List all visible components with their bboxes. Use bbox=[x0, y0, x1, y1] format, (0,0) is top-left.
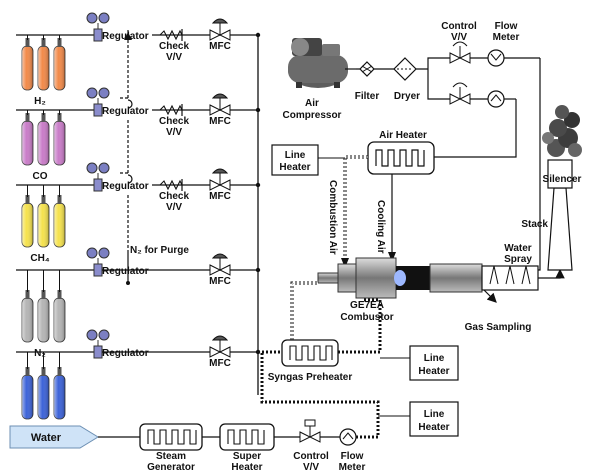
mfc-valve-icon bbox=[210, 94, 230, 115]
line-heater-bottom-label-1: Line bbox=[424, 409, 445, 420]
regulator-icon bbox=[94, 264, 102, 276]
mfc-valve-icon bbox=[210, 19, 230, 40]
mfc-label: MFC bbox=[209, 191, 231, 202]
syngas-preheater-label: Syngas Preheater bbox=[268, 372, 353, 383]
regulator-label: Regulator bbox=[102, 348, 149, 359]
air-flow-meter-upper bbox=[488, 50, 504, 66]
dryer-icon bbox=[394, 58, 416, 80]
control-vv-label-1: Control bbox=[441, 21, 477, 32]
smoke-plume bbox=[542, 105, 582, 157]
pressure-gauge-icon bbox=[99, 330, 109, 340]
pressure-gauge-icon bbox=[87, 248, 97, 258]
check-valve-label-2: V/V bbox=[166, 202, 182, 213]
pressure-gauge-icon bbox=[99, 163, 109, 173]
silencer-label: Silencer bbox=[543, 174, 582, 185]
gas-supply-rows: RegulatorCheckV/VMFCH₂RegulatorCheckV/VM… bbox=[16, 13, 260, 436]
filter-icon bbox=[360, 62, 374, 76]
cooling-air-label: Cooling Air bbox=[375, 200, 386, 254]
gas-name-label: H₂ bbox=[34, 96, 46, 107]
super-heater-label-1: Super bbox=[233, 451, 261, 462]
regulator-label: Regulator bbox=[102, 106, 149, 117]
air-control-valve-lower bbox=[450, 83, 470, 104]
steam-generator-label-1: Steam bbox=[156, 451, 186, 462]
regulator-label: Regulator bbox=[102, 31, 149, 42]
regulator-icon bbox=[94, 29, 102, 41]
check-valve-label: Check bbox=[159, 116, 189, 127]
mfc-label: MFC bbox=[209, 276, 231, 287]
bottom-flow-label-1: Flow bbox=[341, 451, 364, 462]
regulator-label: Regulator bbox=[102, 181, 149, 192]
regulator-icon bbox=[94, 104, 102, 116]
gas-name-label: CH₄ bbox=[30, 253, 49, 264]
pressure-gauge-icon bbox=[87, 13, 97, 23]
mfc-label: MFC bbox=[209, 358, 231, 369]
gas-row-5: RegulatorMFCL-CO₂ bbox=[16, 330, 260, 436]
regulator-icon bbox=[94, 179, 102, 191]
line-heater-bottom-label-2: Heater bbox=[418, 422, 449, 433]
super-heater-icon bbox=[220, 424, 274, 450]
gas-sampling-label: Gas Sampling bbox=[465, 322, 532, 333]
flow-meter-label-2: Meter bbox=[493, 32, 520, 43]
bottom-flow-label-2: Meter bbox=[339, 462, 366, 472]
steam-generator-icon bbox=[140, 424, 202, 450]
mfc-valve-icon bbox=[210, 254, 230, 275]
check-valve-icon bbox=[158, 179, 184, 191]
filter-label: Filter bbox=[355, 91, 380, 102]
control-vv-label-2: V/V bbox=[451, 32, 467, 43]
mfc-valve-icon bbox=[210, 336, 230, 357]
bottom-flow-meter bbox=[340, 429, 356, 445]
steam-generator-label-2: Generator bbox=[147, 462, 195, 472]
water-spray bbox=[482, 266, 538, 290]
check-valve-icon bbox=[158, 29, 184, 41]
line-heater-mid-label-2: Heater bbox=[418, 366, 449, 377]
combustor-label-2: Combustor bbox=[340, 312, 393, 323]
gas-name-label: CO bbox=[33, 171, 48, 182]
mfc-valve-icon bbox=[210, 169, 230, 190]
pressure-gauge-icon bbox=[99, 13, 109, 23]
mfc-label: MFC bbox=[209, 41, 231, 52]
bottom-control-valve bbox=[300, 420, 320, 442]
pressure-gauge-icon bbox=[99, 88, 109, 98]
check-valve-icon bbox=[158, 104, 184, 116]
line-heater-top-label-1: Line bbox=[285, 150, 306, 161]
purge-label: N₂ for Purge bbox=[130, 245, 189, 256]
pressure-gauge-icon bbox=[99, 248, 109, 258]
water-spray-label-2: Spray bbox=[504, 254, 532, 265]
air-flow-meter-lower bbox=[488, 91, 504, 107]
combustor bbox=[318, 258, 482, 298]
flow-meter-label-1: Flow bbox=[495, 21, 518, 32]
pressure-gauge-icon bbox=[87, 88, 97, 98]
air-heater-label: Air Heater bbox=[379, 130, 427, 141]
water-label: Water bbox=[31, 432, 62, 444]
bottom-control-label-2: V/V bbox=[303, 462, 319, 472]
combustion-air-label: Combustion Air bbox=[327, 180, 338, 255]
bottom-control-label-1: Control bbox=[293, 451, 329, 462]
check-valve-label: Check bbox=[159, 191, 189, 202]
check-valve-label: Check bbox=[159, 41, 189, 52]
air-compressor-label-2: Compressor bbox=[283, 110, 342, 121]
gas-name-label: N₂ bbox=[34, 348, 46, 359]
mfc-label: MFC bbox=[209, 116, 231, 127]
line-heater-mid-label-1: Line bbox=[424, 353, 445, 364]
water-spray-label-1: Water bbox=[504, 243, 532, 254]
super-heater-label-2: Heater bbox=[231, 462, 262, 472]
regulator-icon bbox=[94, 346, 102, 358]
pressure-gauge-icon bbox=[87, 163, 97, 173]
check-valve-label-2: V/V bbox=[166, 52, 182, 63]
dryer-label: Dryer bbox=[394, 91, 420, 102]
air-control-valve-upper bbox=[450, 42, 470, 63]
pressure-gauge-icon bbox=[87, 330, 97, 340]
air-heater-icon bbox=[368, 142, 434, 174]
air-compressor-label-1: Air bbox=[305, 98, 319, 109]
air-compressor bbox=[288, 38, 356, 88]
syngas-preheater-icon bbox=[282, 340, 338, 366]
line-heater-top-label-2: Heater bbox=[279, 162, 310, 173]
regulator-label: Regulator bbox=[102, 266, 149, 277]
stack-label: Stack bbox=[521, 219, 548, 230]
check-valve-label-2: V/V bbox=[166, 127, 182, 138]
